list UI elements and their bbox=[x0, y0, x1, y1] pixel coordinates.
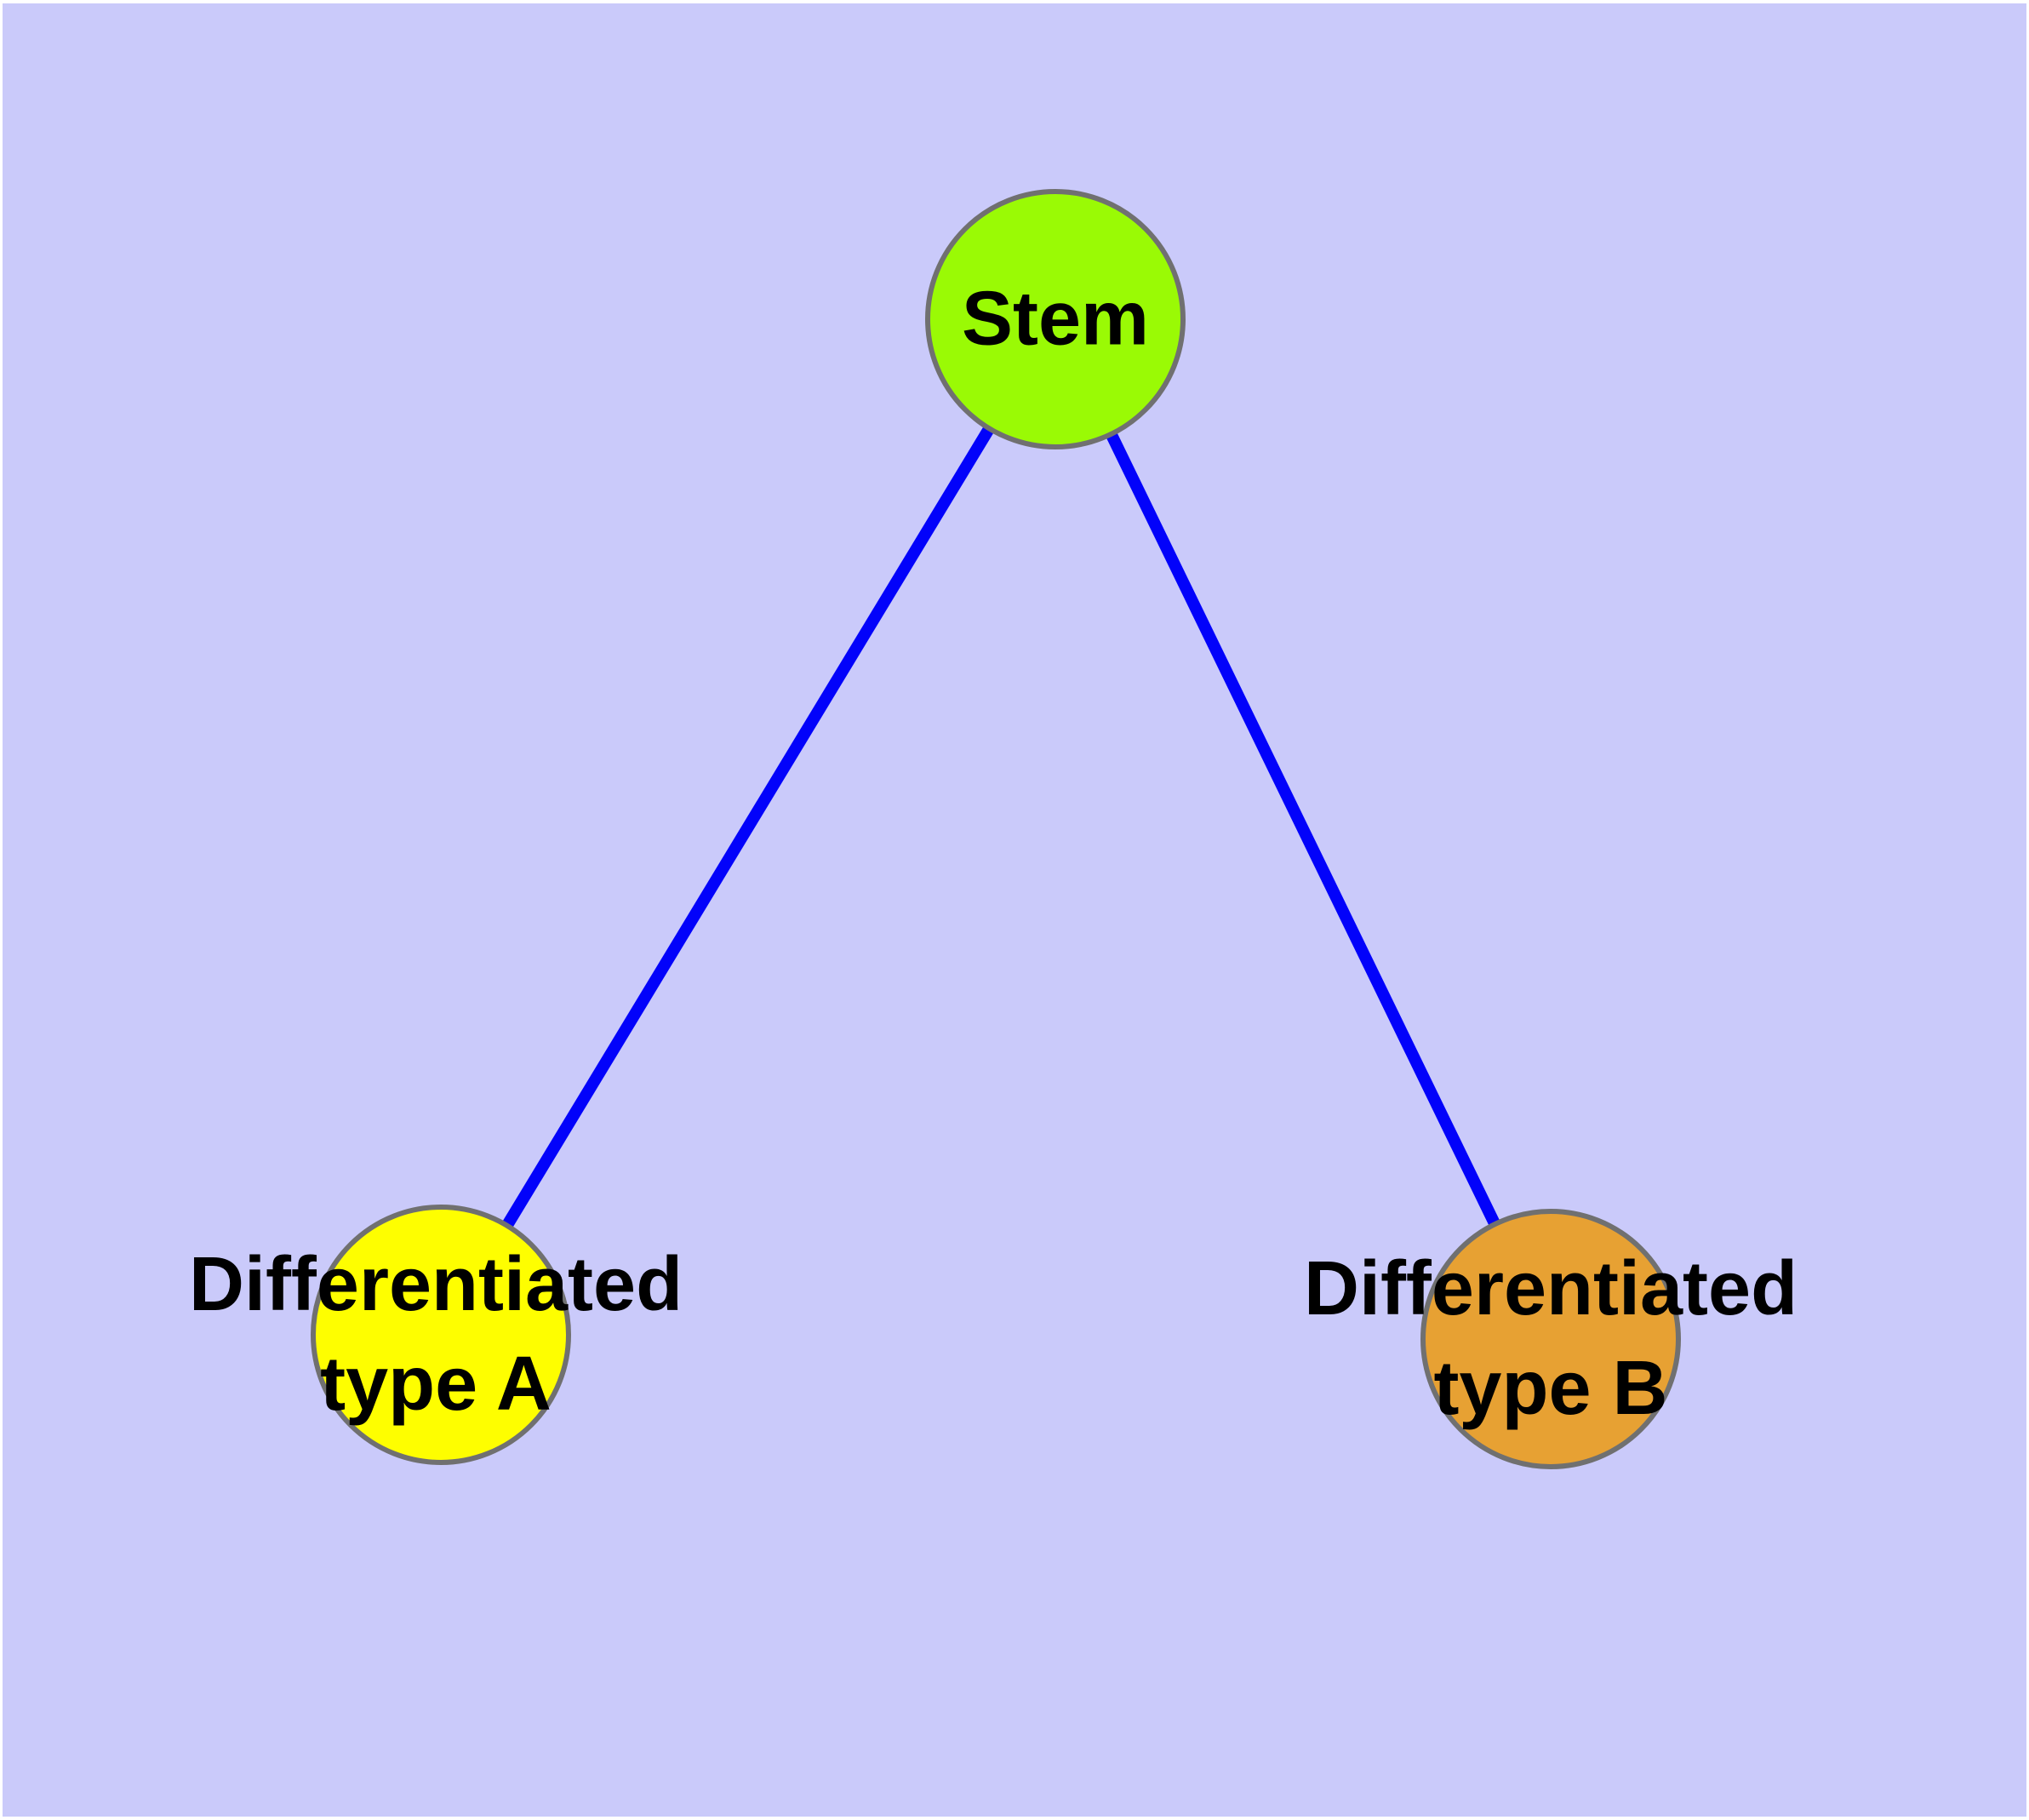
node-label-type-a-line1: Differentiated bbox=[188, 1242, 683, 1327]
node-label-stem-text: Stem bbox=[961, 276, 1150, 362]
node-stem-circle bbox=[925, 189, 1186, 449]
edge-stem-to-type-b bbox=[1049, 316, 1557, 1342]
node-label-type-b-line1: Differentiated bbox=[1303, 1246, 1798, 1331]
node-label-type-b-line2: type B bbox=[1433, 1346, 1668, 1431]
node-differentiated-type-a-circle bbox=[311, 1205, 571, 1465]
node-label-differentiated-type-b: Differentiated type B bbox=[1304, 1239, 1798, 1439]
node-label-stem: Stem bbox=[962, 270, 1149, 369]
node-label-type-a-line2: type A bbox=[320, 1342, 552, 1427]
node-differentiated-type-b-circle bbox=[1420, 1209, 1681, 1469]
edge-stem-to-type-a bbox=[436, 316, 1060, 1338]
node-label-differentiated-type-a: Differentiated type A bbox=[189, 1235, 683, 1434]
